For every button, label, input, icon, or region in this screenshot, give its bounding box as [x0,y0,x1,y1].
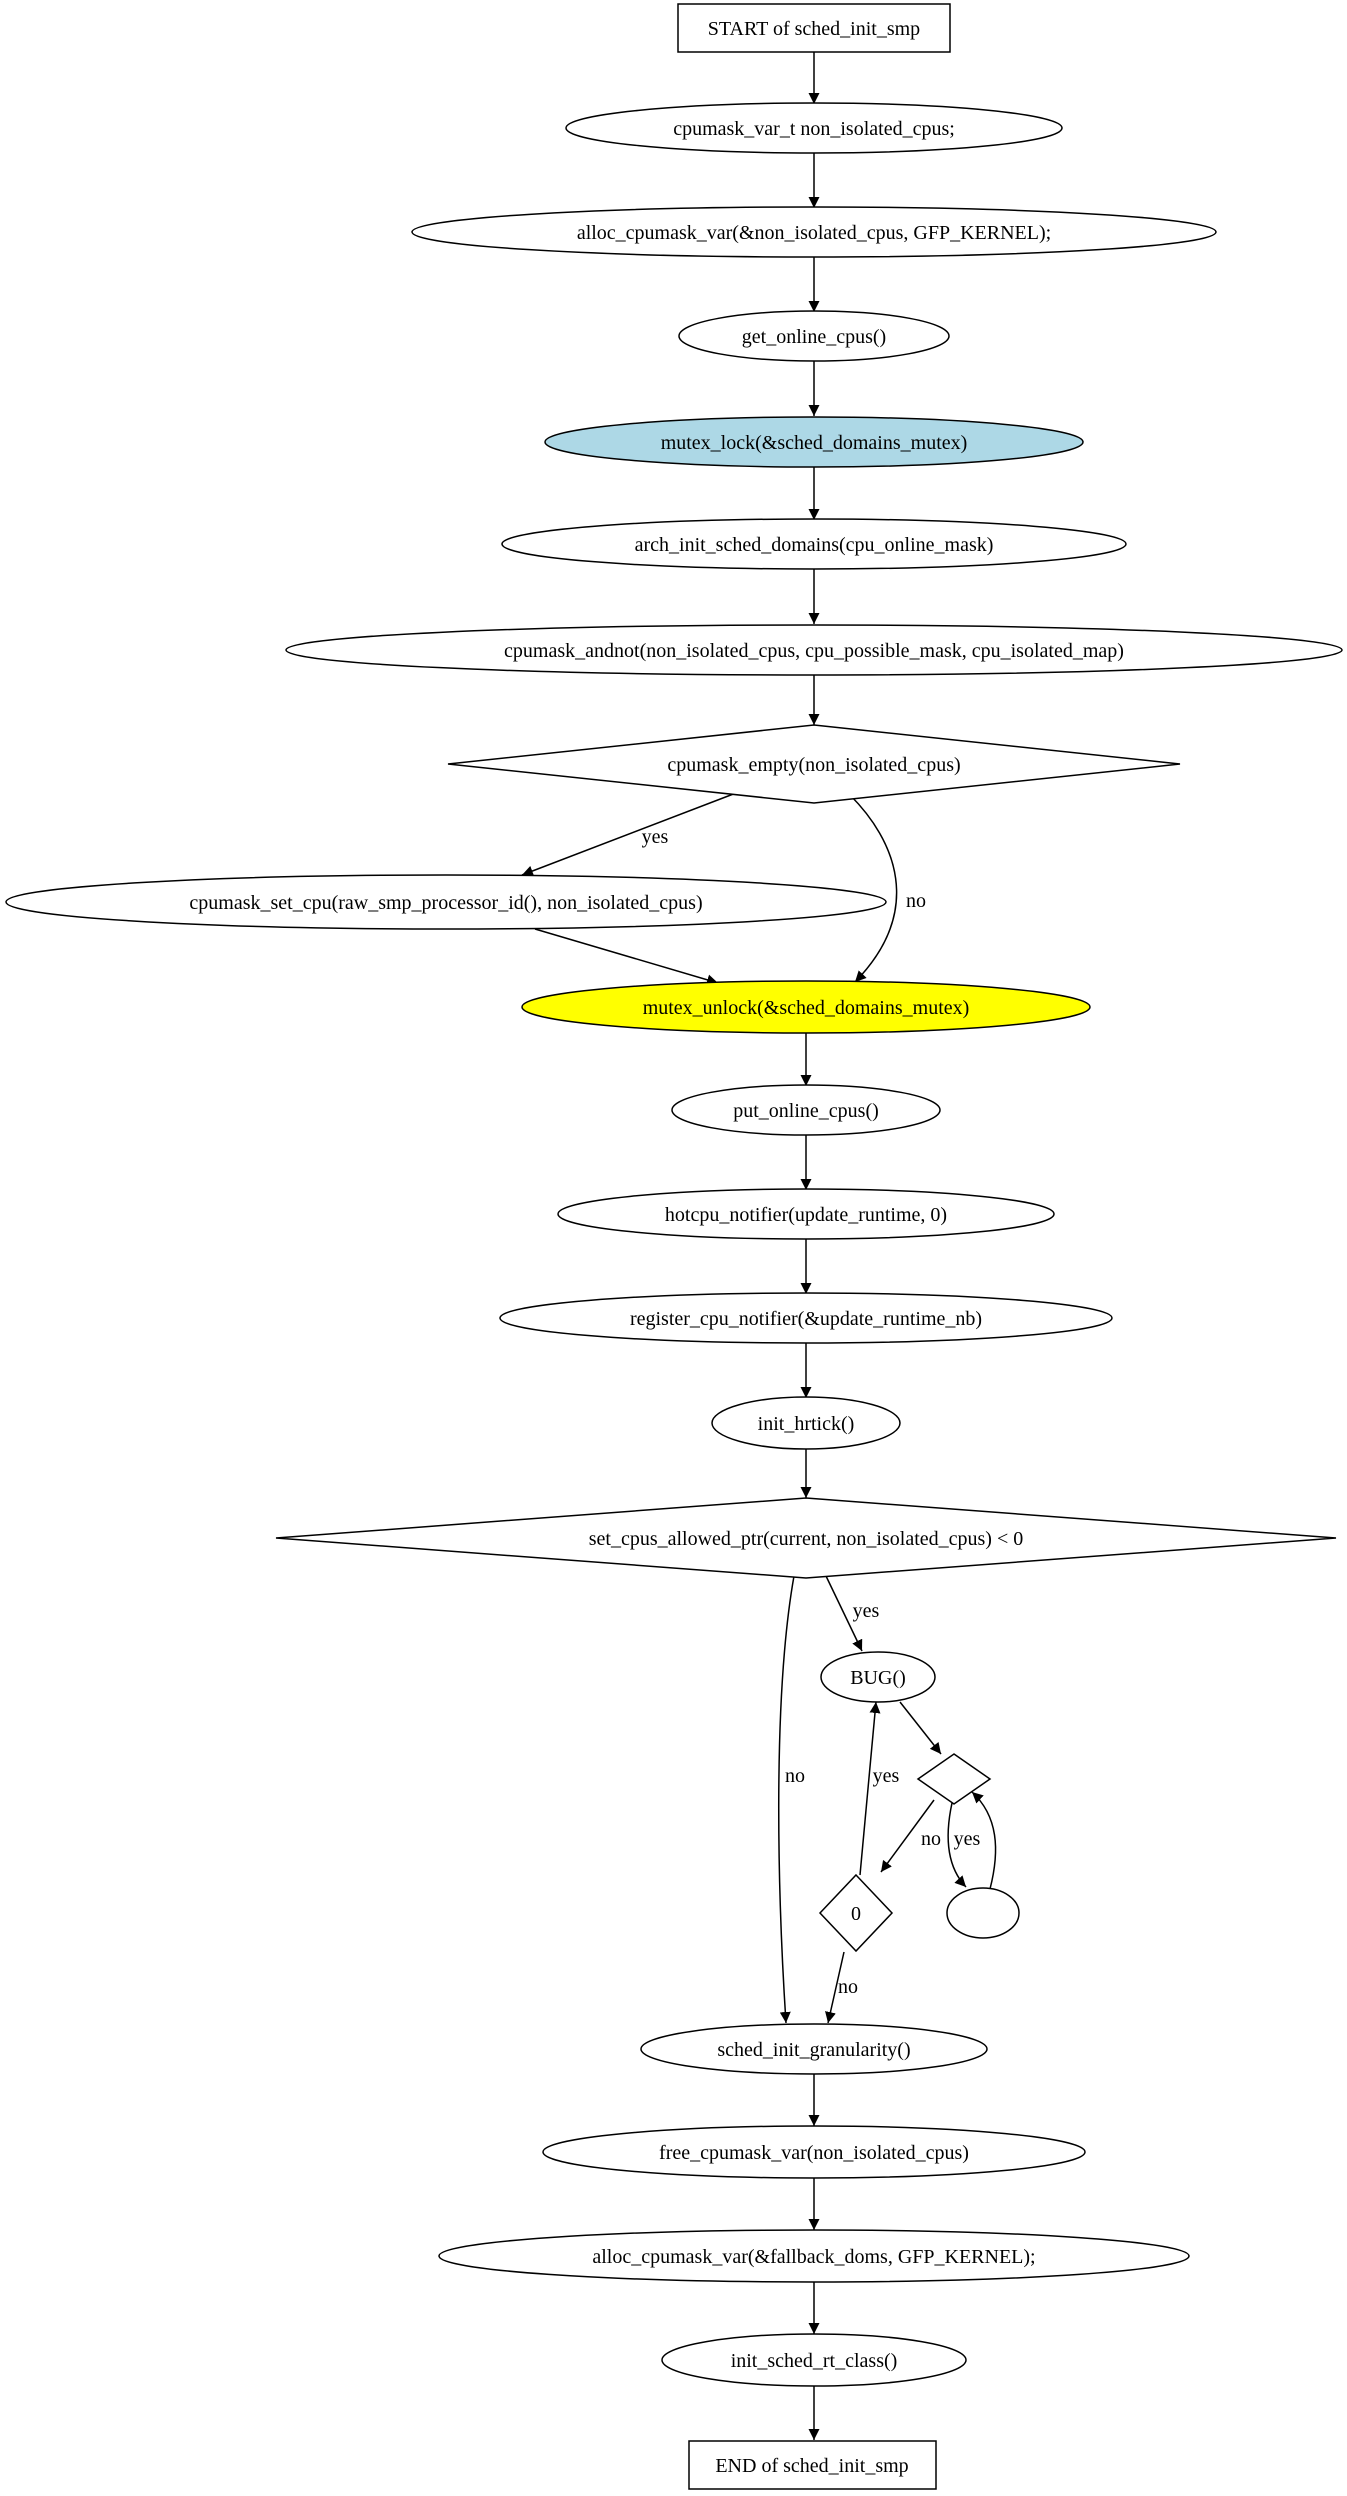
node-setallowed: set_cpus_allowed_ptr(current, non_isolat… [275,1497,1337,1579]
svg-text:alloc_cpumask_var(&non_isolate: alloc_cpumask_var(&non_isolated_cpus, GF… [577,222,1051,244]
svg-text:put_online_cpus(): put_online_cpus() [733,1100,879,1122]
edge-labels: yes no yes no yes no yes no [642,826,981,1998]
edge-label-zero-no: no [838,1976,858,1998]
svg-text:arch_init_sched_domains(cpu_on: arch_init_sched_domains(cpu_online_mask) [635,534,994,556]
node-getcpus: get_online_cpus() [678,310,950,362]
svg-text:cpumask_var_t non_isolated_cpu: cpumask_var_t non_isolated_cpus; [673,118,955,140]
node-start: START of sched_init_smp [677,3,951,53]
edge-setallowed-gran [778,1575,795,2024]
edge-label-allowed-no: no [785,1765,805,1787]
edge-diamond-circle [947,1802,967,1888]
svg-text:BUG(): BUG() [850,1667,906,1689]
node-hrtick: init_hrtick() [711,1396,901,1450]
edge-label-allowed-yes: yes [853,1600,880,1622]
edge-setallowed-bug [825,1575,863,1652]
edge-label-zero-yes: yes [873,1765,900,1787]
edge-circle-diamond [971,1791,997,1890]
node-alloc2: alloc_cpumask_var(&fallback_doms, GFP_KE… [438,2229,1190,2283]
svg-text:sched_init_granularity(): sched_init_granularity() [717,2039,910,2061]
edge-setcpu-unlock [534,928,719,986]
node-unlock: mutex_unlock(&sched_domains_mutex) [521,980,1091,1034]
node-zero: 0 [818,1873,894,1953]
node-setcpu: cpumask_set_cpu(raw_smp_processor_id(), … [5,874,887,930]
node-rtclass: init_sched_rt_class() [661,2333,967,2387]
node-andnot: cpumask_andnot(non_isolated_cpus, cpu_po… [285,624,1343,676]
node-lock: mutex_lock(&sched_domains_mutex) [544,416,1084,468]
node-free: free_cpumask_var(non_isolated_cpus) [542,2125,1086,2179]
node-register: register_cpu_notifier(&update_runtime_nb… [499,1292,1113,1344]
svg-text:mutex_lock(&sched_domains_mute: mutex_lock(&sched_domains_mutex) [661,432,968,454]
node-hotcpu: hotcpu_notifier(update_runtime, 0) [557,1188,1055,1240]
svg-text:0: 0 [851,1903,861,1925]
svg-text:END of sched_init_smp: END of sched_init_smp [715,2455,908,2477]
node-end: END of sched_init_smp [688,2440,937,2490]
svg-text:cpumask_andnot(non_isolated_cp: cpumask_andnot(non_isolated_cpus, cpu_po… [504,640,1124,662]
node-archinit: arch_init_sched_domains(cpu_online_mask) [501,518,1127,570]
node-alloc1: alloc_cpumask_var(&non_isolated_cpus, GF… [411,206,1217,258]
svg-text:cpumask_empty(non_isolated_cpu: cpumask_empty(non_isolated_cpus) [667,754,960,776]
edge-bug-diamond [899,1701,942,1755]
edge-zero-bug [859,1701,881,1876]
svg-text:alloc_cpumask_var(&fallback_do: alloc_cpumask_var(&fallback_doms, GFP_KE… [592,2246,1035,2268]
node-empty: cpumask_empty(non_isolated_cpus) [447,724,1181,804]
svg-text:register_cpu_notifier(&update_: register_cpu_notifier(&update_runtime_nb… [630,1308,982,1330]
edge-zero-gran [825,1951,845,2024]
node-empty-diamond [916,1753,992,1805]
svg-text:cpumask_set_cpu(raw_smp_proces: cpumask_set_cpu(raw_smp_processor_id(), … [189,892,702,914]
svg-text:START of sched_init_smp: START of sched_init_smp [708,18,920,40]
svg-text:init_hrtick(): init_hrtick() [758,1413,855,1435]
node-putcpus: put_online_cpus() [671,1084,941,1136]
edge-label-diamond-no: no [921,1828,941,1850]
svg-text:free_cpumask_var(non_isolated_: free_cpumask_var(non_isolated_cpus) [659,2142,969,2164]
edge-label-diamond-yes: yes [954,1828,981,1850]
node-empty-circle [946,1887,1020,1939]
svg-text:set_cpus_allowed_ptr(current,: set_cpus_allowed_ptr(current, non_isolat… [589,1528,1024,1550]
nodes: START of sched_init_smp cpumask_var_t no… [5,3,1343,2490]
svg-text:mutex_unlock(&sched_domains_mu: mutex_unlock(&sched_domains_mutex) [643,997,970,1019]
svg-text:hotcpu_notifier(update_runtime: hotcpu_notifier(update_runtime, 0) [665,1204,947,1226]
edge-diamond-zero [880,1799,935,1873]
node-gran: sched_init_granularity() [640,2023,988,2075]
svg-text:get_online_cpus(): get_online_cpus() [742,326,886,348]
edge-empty-setcpu [521,792,737,877]
node-bug: BUG() [820,1651,936,1703]
node-decl: cpumask_var_t non_isolated_cpus; [565,102,1063,154]
edge-label-empty-no: no [906,890,926,912]
edge-label-empty-yes: yes [642,826,669,848]
edge-empty-unlock [849,794,898,983]
edges [521,52,997,2440]
svg-text:init_sched_rt_class(): init_sched_rt_class() [731,2350,898,2372]
